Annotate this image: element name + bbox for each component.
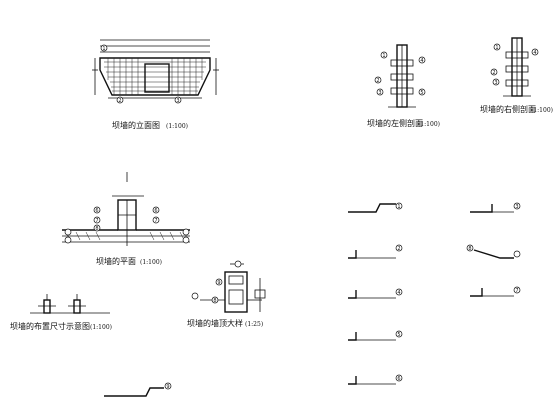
marker-number: 1 (495, 45, 498, 51)
left-section-title: 坝墙的左侧剖面 (367, 118, 423, 128)
left-section-scale: (1:100) (418, 121, 440, 128)
marker-number: 3 (378, 90, 381, 96)
marker-number: 2 (118, 98, 121, 104)
marker-number: 2 (492, 70, 495, 76)
marker-number: 4 (397, 290, 400, 296)
front-elevation-scale: (1:100) (166, 123, 188, 130)
marker-number: 2 (397, 246, 400, 252)
marker-number: 4 (533, 50, 536, 56)
marker-number: 7 (95, 218, 98, 224)
marker-number: 5 (397, 332, 400, 338)
left-section-drawing (374, 44, 426, 108)
top-detail-drawing (191, 260, 266, 313)
plan-section-scale: (1:100) (140, 259, 162, 266)
right-section-drawing (490, 37, 539, 97)
right-section-scale: (1:100) (531, 107, 553, 114)
right-section-title: 坝墙的右侧剖面 (480, 104, 536, 114)
marker-number: 7 (515, 288, 518, 294)
dimension-sketch-drawing (30, 294, 110, 314)
front-elevation-drawing (92, 39, 219, 104)
dimension-sketch-title: 坝墙的布置尺寸示意图 (10, 321, 90, 331)
top-detail-scale: (1:25) (245, 321, 263, 328)
marker-number: 9 (166, 384, 169, 390)
marker-number: 2 (376, 78, 379, 84)
marker-number: 8 (213, 298, 216, 304)
dimension-sketch-scale: (1:100) (90, 324, 112, 331)
marker-number: 7 (154, 218, 157, 224)
marker-number: 3 (494, 80, 497, 86)
marker-number: 4 (420, 58, 423, 64)
front-elevation-title: 坝墙的立面图 (112, 120, 160, 130)
marker-number: 1 (397, 204, 400, 210)
marker-number: 5 (420, 90, 423, 96)
marker-number: 9 (217, 280, 220, 286)
marker-number: 1 (102, 46, 105, 52)
marker-number: 6 (154, 208, 157, 214)
top-detail-title: 坝墙的墙顶大样 (187, 318, 243, 328)
bar-shape-details (104, 202, 521, 397)
marker-number: 6 (95, 208, 98, 214)
marker-number: 3 (176, 98, 179, 104)
marker-number: 8 (468, 246, 471, 252)
plan-section-drawing (62, 172, 190, 246)
marker-number: 1 (382, 53, 385, 59)
marker-number: 6 (397, 376, 400, 382)
marker-number: 8 (95, 226, 98, 232)
plan-section-title: 坝墙的平面 (96, 256, 136, 266)
marker-number: 3 (515, 204, 518, 210)
